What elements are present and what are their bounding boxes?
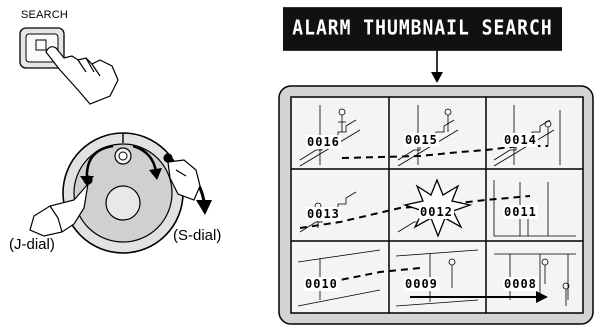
- title-arrow-icon: [431, 48, 443, 83]
- thumbnail-0008-label[interactable]: 0008: [503, 277, 538, 291]
- thumbnail-0009-label[interactable]: 0009: [404, 277, 439, 291]
- j-dial-label: (J-dial): [9, 236, 55, 253]
- thumbnail-0012-label[interactable]: 0012: [419, 205, 454, 219]
- thumbnail-0016-label[interactable]: 0016: [306, 135, 341, 149]
- pressing-hand-icon: [46, 47, 118, 104]
- s-dial-label: (S-dial): [173, 227, 221, 244]
- screen-title: ALARM THUMBNAIL SEARCH: [283, 7, 562, 51]
- thumbnail-0015-label[interactable]: 0015: [404, 133, 439, 147]
- thumbnail-0014-label[interactable]: 0014: [503, 133, 538, 147]
- thumbnail-0013-label[interactable]: 0013: [306, 207, 341, 221]
- search-button-label: SEARCH: [21, 9, 68, 21]
- thumbnail-0010-label[interactable]: 0010: [304, 277, 339, 291]
- thumbnail-0011-label[interactable]: 0011: [503, 205, 538, 219]
